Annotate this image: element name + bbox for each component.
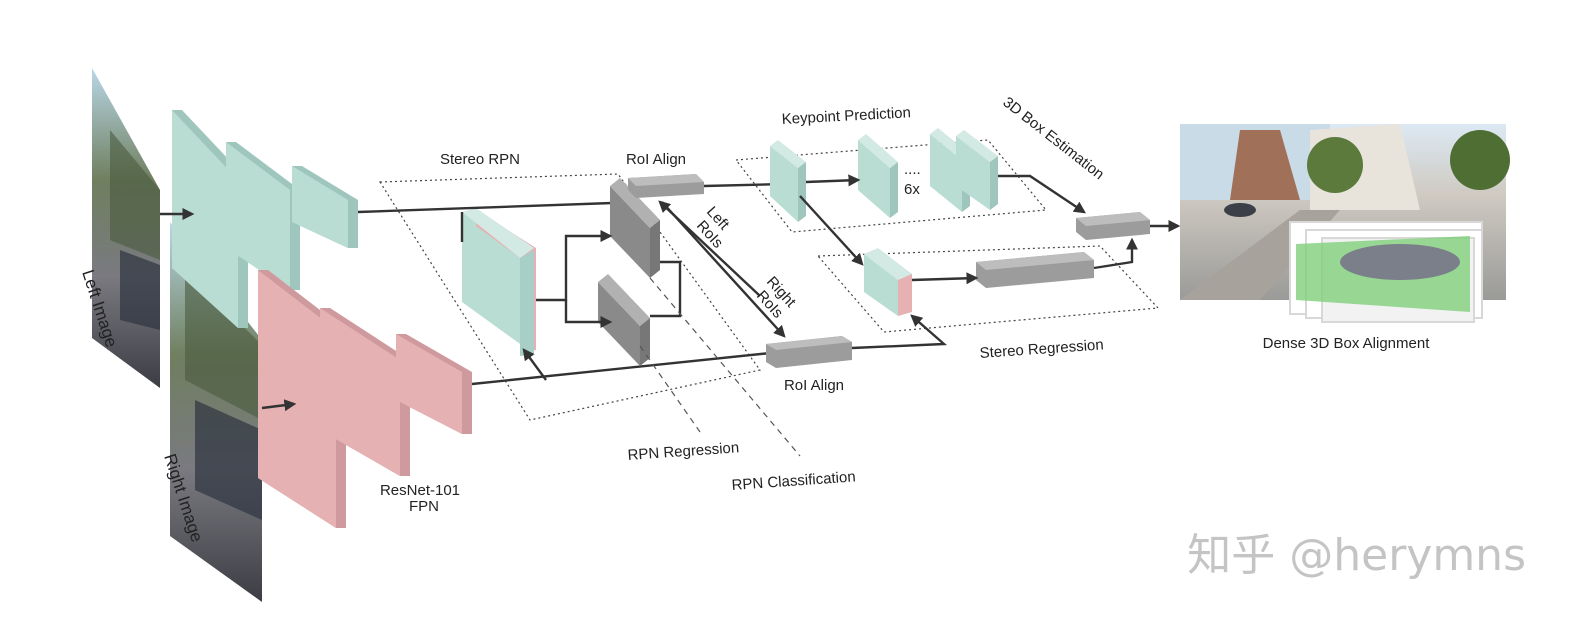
keypoint-prediction-label: Keypoint Prediction — [781, 104, 911, 128]
keypoint-block-1 — [770, 140, 806, 222]
dense-alignment-label: Dense 3D Box Alignment — [1263, 335, 1431, 352]
rpn-classification-head — [598, 274, 650, 366]
right-input-arrow — [261, 399, 297, 412]
repeat-dots-label: .... — [904, 161, 921, 178]
rpn-regression-head — [610, 178, 660, 278]
stereo-rpn-region — [378, 173, 762, 421]
left-feature-line — [357, 201, 613, 214]
right-feature-line — [471, 347, 783, 386]
stereo-rpn-feature — [462, 208, 536, 356]
stereo-regression-block — [976, 252, 1094, 288]
roi-align-bottom-block — [766, 336, 852, 368]
rpn-classification-label: RPN Classification — [731, 468, 856, 494]
backbone-label: ResNet-101 — [380, 482, 460, 499]
stereo-regression-label: Stereo Regression — [979, 336, 1104, 362]
left-image — [92, 68, 160, 388]
stereo-rpn-label: Stereo RPN — [440, 151, 520, 168]
right-backbone — [258, 270, 472, 528]
rpn-regression-label: RPN Regression — [627, 439, 740, 464]
backbone-sub-label: FPN — [409, 498, 439, 515]
roi-align-top-label: RoI Align — [626, 151, 686, 168]
roi-align-bottom-label: RoI Align — [784, 377, 844, 394]
roi-align-top-block — [628, 174, 704, 198]
repeat-count-label: 6x — [904, 181, 920, 198]
stereo-regression-region — [816, 245, 1160, 333]
dense-alignment-output-image — [1180, 124, 1510, 323]
keypoint-block-4 — [956, 130, 998, 210]
stereo-regression-feature — [864, 248, 912, 316]
watermark: 知乎 @herymns — [1187, 530, 1526, 581]
box-estimation-label: 3D Box Estimation — [1000, 94, 1108, 183]
left-backbone — [172, 110, 358, 328]
keypoint-block-2 — [858, 134, 898, 218]
box-estimation-block — [1076, 212, 1150, 240]
